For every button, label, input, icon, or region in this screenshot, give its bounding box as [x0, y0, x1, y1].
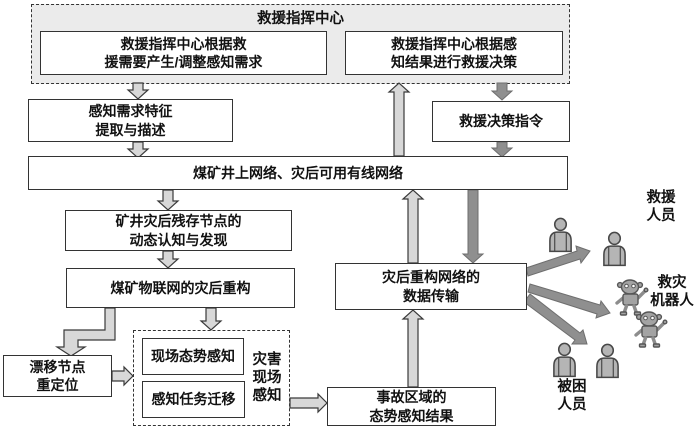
arrow-rebuild-to-scene	[199, 307, 223, 331]
node-feature-extraction: 感知需求特征 提取与描述	[28, 99, 233, 142]
robot-icon	[634, 311, 668, 348]
node-task-migration: 感知任务迁移	[142, 381, 245, 418]
arrow-transmit-to-robots	[527, 283, 611, 319]
arrow-relocate-to-scene	[111, 365, 134, 387]
arrow-result-to-transmit-up	[401, 309, 425, 388]
arrow-command-to-network	[490, 141, 514, 158]
node-drift-relocate: 漂移节点 重定位	[3, 355, 112, 397]
command-center-title: 救援指挥中心	[257, 11, 344, 27]
arrow-generate-to-feature	[126, 82, 150, 100]
person-icon	[596, 343, 619, 379]
person-icon	[553, 342, 576, 378]
arrow-transmit-to-network-up	[401, 189, 425, 264]
arrow-decide-to-command	[490, 82, 514, 101]
trapped-label: 被困 人员	[557, 379, 587, 414]
node-make-decision: 救援指挥中心根据感 知结果进行救援决策	[345, 31, 563, 75]
arrow-scene-to-result	[289, 392, 328, 414]
arrow-discover-to-rebuild	[156, 250, 180, 269]
arrow-rebuild-to-relocate-elbow	[54, 307, 116, 357]
arrow-transmit-to-trapped	[523, 293, 588, 345]
node-node-discovery: 矿井灾后残存节点的 动态认知与发现	[65, 210, 292, 251]
node-iot-rebuild: 煤矿物联网的灾后重构	[66, 268, 295, 308]
node-data-transmission: 灾后重构网络的 数据传输	[335, 263, 527, 310]
node-surface-network: 煤矿井上网络、灾后可用有线网络	[28, 156, 568, 190]
arrow-network-to-discover	[156, 189, 180, 211]
node-situation-sensing: 现场态势感知	[142, 338, 244, 375]
person-icon	[603, 231, 626, 267]
scene-panel-label: 灾害 现场 感知	[252, 352, 282, 405]
node-accident-result: 事故区域的 态势感知结果	[327, 387, 496, 426]
person-icon	[549, 217, 572, 253]
arrow-network-to-transmit	[461, 189, 485, 264]
node-decision-command: 救援决策指令	[432, 101, 570, 142]
node-generate-demand: 救援指挥中心根据救 援需要产生/调整感知需求	[40, 31, 327, 75]
rescuers-label: 救援 人员	[646, 190, 676, 225]
robot-icon	[615, 279, 649, 316]
arrow-network-to-decide-up	[387, 82, 411, 157]
robots-label: 救灾 机器人	[650, 275, 694, 310]
